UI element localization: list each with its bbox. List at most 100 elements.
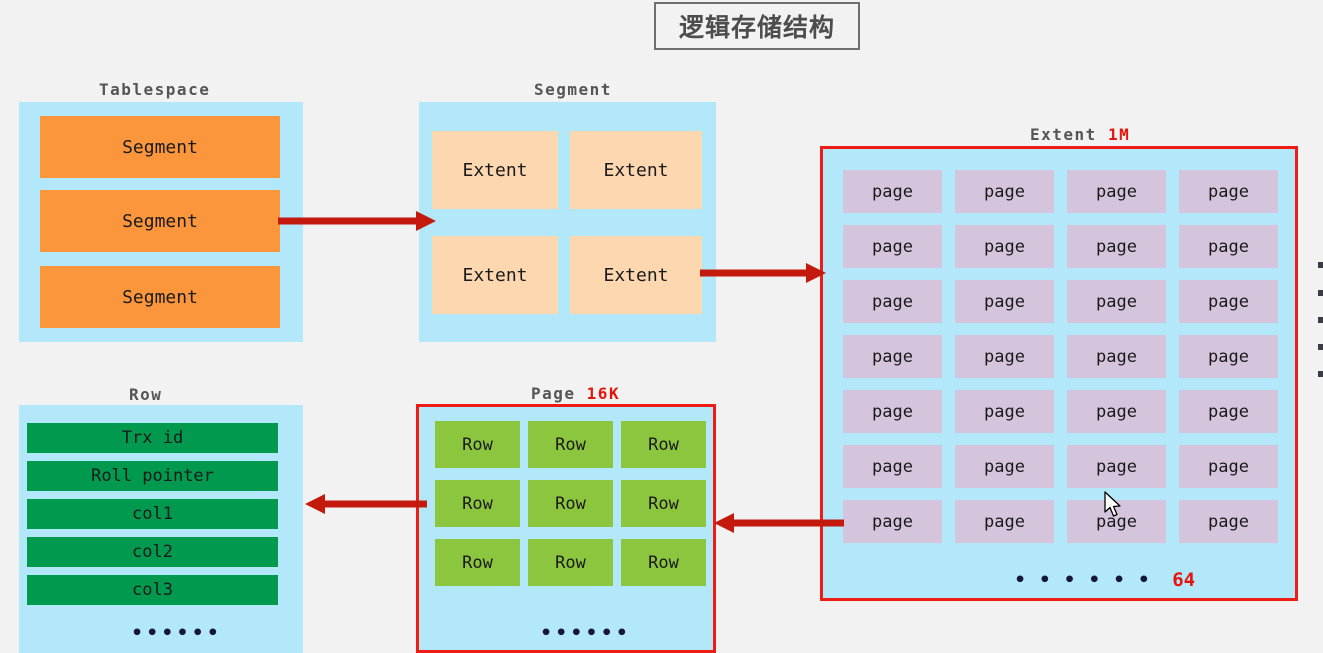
extent-page-label: page (1208, 181, 1249, 202)
extent-page-label: page (984, 291, 1025, 312)
extent-page-count: 64 (1172, 569, 1196, 591)
extent-footer: • • • • • • 64 (1014, 569, 1196, 591)
extent-size: 1M (1107, 125, 1131, 144)
row-field-label: Roll pointer (91, 466, 214, 486)
tablespace-label: Tablespace (99, 80, 211, 99)
extent-page-label: page (984, 511, 1025, 532)
page-row-7[interactable]: Row (528, 539, 613, 586)
extent-page-label: page (1208, 456, 1249, 477)
extent-page-18[interactable]: page (1067, 390, 1166, 433)
extent-page-26[interactable]: page (1067, 500, 1166, 543)
page-row-label: Row (555, 552, 586, 573)
segment-label: Segment (534, 80, 612, 99)
extent-page-1[interactable]: page (955, 170, 1054, 213)
arrow-page-to-row (305, 494, 427, 514)
segment-extent-2[interactable]: Extent (432, 236, 558, 314)
row-field-label: col2 (132, 542, 173, 562)
extent-page-11[interactable]: page (1179, 280, 1278, 323)
extent-page-19[interactable]: page (1179, 390, 1278, 433)
extent-page-9[interactable]: page (955, 280, 1054, 323)
extent-page-label: page (872, 236, 913, 257)
page-row-6[interactable]: Row (435, 539, 520, 586)
page-row-0[interactable]: Row (435, 421, 520, 468)
extent-page-24[interactable]: page (843, 500, 942, 543)
extent-page-22[interactable]: page (1067, 445, 1166, 488)
extent-page-8[interactable]: page (843, 280, 942, 323)
page-row-8[interactable]: Row (621, 539, 706, 586)
edge-bullet-1 (1318, 290, 1323, 296)
extent-page-label: page (984, 401, 1025, 422)
row-field-3[interactable]: col2 (27, 537, 278, 567)
row-label: Row (129, 385, 163, 404)
extent-page-label: page (872, 511, 913, 532)
extent-page-14[interactable]: page (1067, 335, 1166, 378)
page-row-3[interactable]: Row (435, 480, 520, 527)
page-size: 16K (586, 384, 621, 403)
extent-page-label: page (872, 456, 913, 477)
page-row-label: Row (648, 552, 679, 573)
extent-page-21[interactable]: page (955, 445, 1054, 488)
extent-page-label: page (1208, 346, 1249, 367)
tablespace-segment-1[interactable]: Segment (40, 190, 280, 252)
extent-page-4[interactable]: page (843, 225, 942, 268)
page-row-label: Row (648, 493, 679, 514)
extent-page-17[interactable]: page (955, 390, 1054, 433)
extent-page-label: page (1208, 401, 1249, 422)
extent-page-25[interactable]: page (955, 500, 1054, 543)
row-field-label: Trx id (121, 428, 184, 448)
extent-page-0[interactable]: page (843, 170, 942, 213)
page-title-box: 逻辑存储结构 (654, 2, 860, 50)
page-row-4[interactable]: Row (528, 480, 613, 527)
row-footer: •••••• (131, 622, 222, 644)
tablespace-segment-0[interactable]: Segment (40, 116, 280, 178)
row-field-label: col1 (132, 504, 173, 524)
extent-page-3[interactable]: page (1179, 170, 1278, 213)
page-row-label: Row (462, 434, 493, 455)
extent-page-27[interactable]: page (1179, 500, 1278, 543)
tablespace-segment-2[interactable]: Segment (40, 266, 280, 328)
row-field-1[interactable]: Roll pointer (27, 461, 278, 491)
extent-page-6[interactable]: page (1067, 225, 1166, 268)
extent-page-label: page (1208, 236, 1249, 257)
page-row-1[interactable]: Row (528, 421, 613, 468)
extent-page-15[interactable]: page (1179, 335, 1278, 378)
extent-page-2[interactable]: page (1067, 170, 1166, 213)
extent-page-label: page (1096, 401, 1137, 422)
extent-page-13[interactable]: page (955, 335, 1054, 378)
extent-page-label: page (984, 456, 1025, 477)
extent-page-23[interactable]: page (1179, 445, 1278, 488)
page-row-label: Row (462, 552, 493, 573)
segment-extent-0[interactable]: Extent (432, 131, 558, 209)
page-row-2[interactable]: Row (621, 421, 706, 468)
page-row-5[interactable]: Row (621, 480, 706, 527)
mouse-cursor (1104, 491, 1121, 517)
extent-page-label: page (872, 291, 913, 312)
segment-extent-1[interactable]: Extent (570, 131, 702, 209)
extent-page-label: page (872, 181, 913, 202)
extent-page-label: page (984, 236, 1025, 257)
row-field-2[interactable]: col1 (27, 499, 278, 529)
extent-page-20[interactable]: page (843, 445, 942, 488)
page-row-label: Row (462, 493, 493, 514)
extent-page-label: page (984, 181, 1025, 202)
segment-extent-3[interactable]: Extent (570, 236, 702, 314)
extent-page-label: page (1096, 346, 1137, 367)
extent-page-5[interactable]: page (955, 225, 1054, 268)
extent-page-label: page (872, 401, 913, 422)
page-title: 逻辑存储结构 (678, 13, 835, 42)
page-label: Page 16K (531, 384, 621, 403)
edge-bullet-2 (1318, 317, 1323, 323)
row-field-0[interactable]: Trx id (27, 423, 278, 453)
edge-bullet-4 (1318, 371, 1323, 377)
row-field-4[interactable]: col3 (27, 575, 278, 605)
arrow-segment-to-extent (700, 263, 826, 283)
page-footer: •••••• (540, 622, 631, 644)
arrow-extent-to-page (714, 513, 844, 533)
extent-page-16[interactable]: page (843, 390, 942, 433)
extent-page-12[interactable]: page (843, 335, 942, 378)
extent-page-label: page (1208, 511, 1249, 532)
extent-page-label: page (1096, 456, 1137, 477)
extent-page-10[interactable]: page (1067, 280, 1166, 323)
page-row-label: Row (555, 434, 586, 455)
extent-page-7[interactable]: page (1179, 225, 1278, 268)
